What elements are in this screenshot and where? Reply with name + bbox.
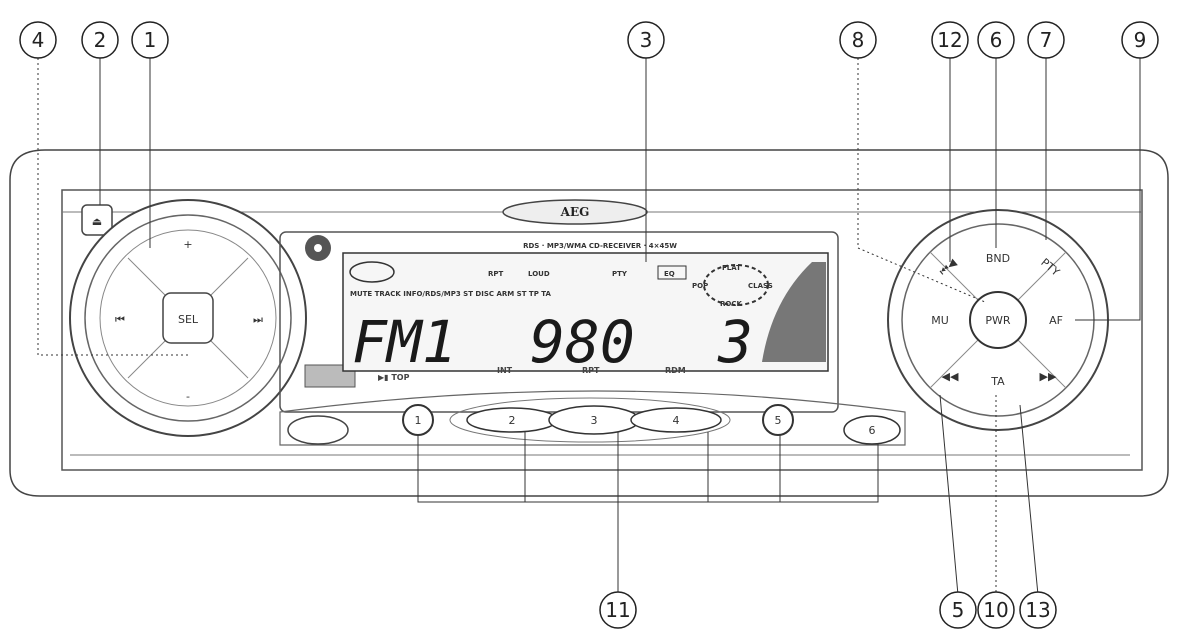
- label-rdm: RDM: [665, 366, 686, 375]
- svg-text:10: 10: [983, 598, 1008, 622]
- svg-text:9: 9: [1134, 28, 1147, 52]
- svg-text:3: 3: [640, 28, 653, 52]
- svg-text:11: 11: [605, 598, 630, 622]
- svg-text:8: 8: [852, 28, 865, 52]
- svg-text:2: 2: [94, 28, 107, 52]
- svg-text:5: 5: [775, 414, 782, 427]
- eject-button[interactable]: ⏏: [81, 204, 113, 236]
- prev-track-label: ⏮: [115, 313, 125, 326]
- power-button[interactable]: [969, 291, 1027, 349]
- svg-text:1: 1: [415, 414, 422, 427]
- callout-5: 5: [939, 591, 977, 629]
- svg-text:13: 13: [1025, 598, 1050, 622]
- eq-class: CLASS: [748, 282, 773, 290]
- callout-12: 12: [931, 21, 969, 59]
- callout-10: 10: [977, 591, 1015, 629]
- preset-5-button[interactable]: 5: [762, 404, 794, 436]
- mute-label: MU: [931, 314, 949, 327]
- preset-1-button[interactable]: 1: [402, 404, 434, 436]
- svg-text:3: 3: [591, 414, 598, 427]
- left-control-pad: SEL + - ⏮ ⏭: [69, 199, 307, 437]
- brand-badge: AEG: [502, 199, 648, 225]
- preset-4-button[interactable]: 4: [630, 407, 722, 433]
- callout-4: 4: [19, 21, 57, 59]
- eq-rock: ROCK: [720, 300, 742, 308]
- callout-9: 9: [1121, 21, 1159, 59]
- right-control-pad: PWR BND MU AF TA ⏮◀ PTY ◀◀ ▶▶: [887, 209, 1109, 431]
- rewind-label: ◀◀: [942, 370, 959, 383]
- svg-text:AEG: AEG: [560, 205, 590, 219]
- lcd-screen: RPT LOUD PTY EQ FLAT POP CLASS ROCK MUTE…: [342, 252, 829, 376]
- indicator-pty: PTY: [612, 270, 628, 278]
- label-rpt: RPT: [582, 366, 600, 375]
- preset-row-frame: [279, 390, 906, 446]
- callout-11: 11: [599, 591, 637, 629]
- preset-6-button[interactable]: 6: [843, 415, 901, 445]
- indicator-eq: EQ: [664, 270, 675, 278]
- band-label: BND: [986, 252, 1010, 265]
- lcd-frequency: 980: [530, 308, 635, 376]
- label-top: ▶▮ TOP: [378, 373, 410, 382]
- callout-6: 6: [977, 21, 1015, 59]
- select-button[interactable]: [162, 292, 214, 344]
- blank-button[interactable]: [287, 415, 349, 445]
- preset-2-button[interactable]: 2: [466, 407, 558, 433]
- svg-text:2: 2: [509, 414, 516, 427]
- label-int: INT: [497, 366, 513, 375]
- af-label: AF: [1049, 314, 1063, 327]
- preset-3-button[interactable]: 3: [548, 405, 640, 435]
- volume-down-label: -: [186, 390, 190, 403]
- callout-2: 2: [81, 21, 119, 59]
- eq-flat: FLAT: [722, 264, 741, 272]
- outer-frame: [9, 149, 1169, 497]
- level-meter: [762, 262, 826, 362]
- model-strip: RDS · MP3/WMA CD-RECEIVER · 4×45W: [523, 242, 677, 250]
- svg-text:⏏: ⏏: [92, 215, 102, 228]
- callout-3: 3: [627, 21, 665, 59]
- callout-13: 13: [1019, 591, 1057, 629]
- next-track-label: ⏭: [253, 313, 263, 326]
- svg-text:6: 6: [869, 424, 876, 437]
- status-row: MUTE TRACK INFO/RDS/MP3 ST DISC ARM ST T…: [350, 290, 552, 298]
- indicator-rpt: RPT: [488, 270, 504, 278]
- indicator-loud: LOUD: [528, 270, 550, 278]
- callout-1: 1: [131, 21, 169, 59]
- callout-7: 7: [1027, 21, 1065, 59]
- lcd-band: FM1: [352, 308, 457, 376]
- callout-8: 8: [839, 21, 877, 59]
- ta-label: TA: [990, 375, 1005, 388]
- lcd-preset: 3: [717, 308, 753, 376]
- svg-text:4: 4: [673, 414, 680, 427]
- svg-text:7: 7: [1040, 28, 1053, 52]
- svg-text:6: 6: [990, 28, 1003, 52]
- power-label: PWR: [985, 314, 1011, 327]
- volume-up-label: +: [183, 238, 192, 251]
- faceplate: [61, 189, 1143, 471]
- eq-pop: POP: [692, 282, 708, 290]
- svg-text:4: 4: [32, 28, 45, 52]
- select-button-label: SEL: [178, 313, 199, 326]
- svg-text:12: 12: [937, 28, 962, 52]
- fast-forward-label: ▶▶: [1040, 370, 1057, 383]
- svg-text:1: 1: [144, 28, 157, 52]
- leader-lines: [37, 58, 1141, 596]
- svg-text:5: 5: [952, 598, 965, 622]
